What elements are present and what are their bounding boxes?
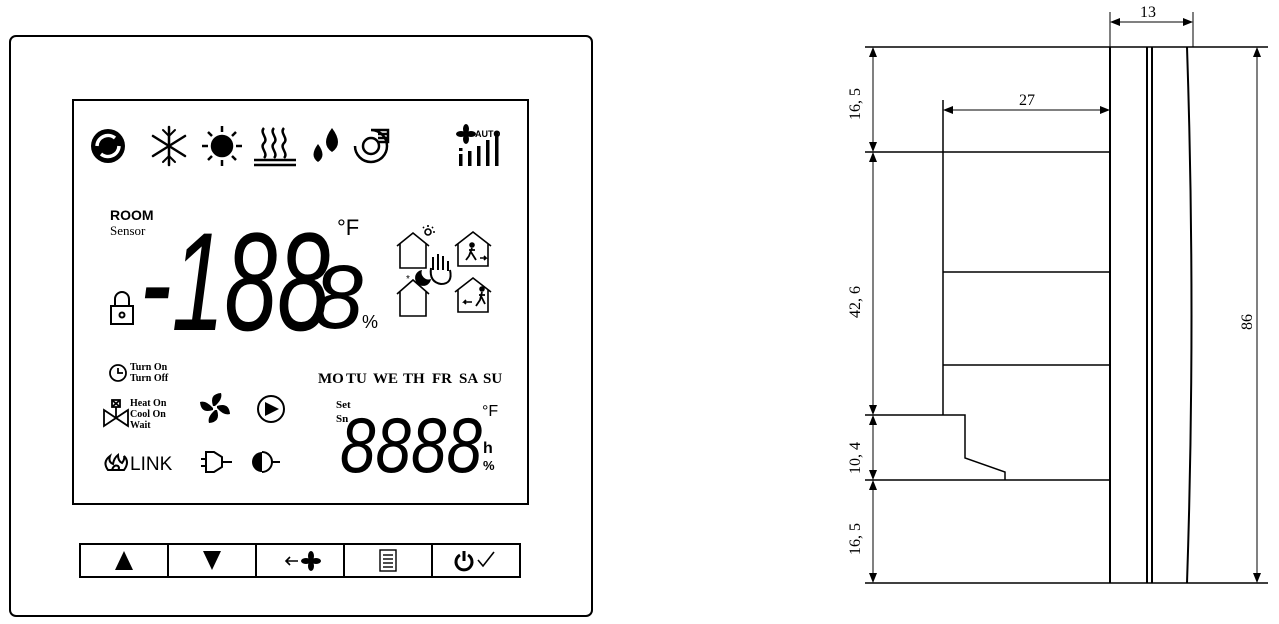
dim-width-13: 13 bbox=[1140, 4, 1156, 21]
small-percent: % bbox=[483, 458, 495, 473]
fan-auto-label: AUTO bbox=[475, 129, 500, 139]
flame-icon bbox=[104, 452, 128, 471]
compressor-icon bbox=[252, 451, 280, 473]
snowflake-icon bbox=[151, 125, 187, 167]
floor-heating-icon bbox=[254, 127, 296, 167]
valve-heat-on: Heat On bbox=[130, 398, 167, 409]
sensor-label: Sensor bbox=[110, 223, 146, 238]
lcd-screen bbox=[72, 99, 529, 505]
fan-return-button[interactable] bbox=[257, 545, 343, 576]
valve-cool-on: Cool On bbox=[130, 409, 166, 420]
main-decimal-digit: 8 bbox=[313, 248, 363, 348]
power-check-icon bbox=[454, 551, 495, 572]
fan-icon bbox=[200, 393, 230, 423]
house-night-icon: * bbox=[396, 270, 431, 317]
device-frame bbox=[9, 35, 593, 617]
triangle-up-icon bbox=[115, 551, 133, 570]
day-tu: TU bbox=[346, 371, 367, 387]
side-view bbox=[865, 12, 1268, 584]
small-degree-f: °F bbox=[482, 403, 498, 420]
lock-icon bbox=[110, 291, 134, 325]
button-strip bbox=[79, 543, 521, 578]
weekday-labels: MO TU WE TH FR SA SU bbox=[318, 371, 502, 387]
up-button[interactable] bbox=[81, 545, 167, 576]
power-button[interactable] bbox=[433, 545, 519, 576]
set-label: Set bbox=[336, 399, 351, 411]
manual-hand-icon bbox=[429, 254, 452, 286]
down-button[interactable] bbox=[169, 545, 255, 576]
dehumidify-icon bbox=[313, 128, 338, 162]
timer-turn-off: Turn Off bbox=[130, 373, 169, 384]
day-su: SU bbox=[483, 371, 502, 387]
day-fr: FR bbox=[432, 371, 452, 387]
valve-icon bbox=[103, 399, 129, 428]
plug-icon bbox=[201, 451, 232, 473]
dim-step-10-4: 10, 4 bbox=[847, 442, 864, 474]
main-percent: % bbox=[362, 312, 378, 332]
sync-icon bbox=[91, 129, 125, 163]
day-th: TH bbox=[403, 371, 425, 387]
house-return-icon bbox=[454, 276, 492, 313]
day-sa: SA bbox=[459, 371, 478, 387]
dim-middle-42-6: 42, 6 bbox=[847, 286, 864, 318]
dim-total-86: 86 bbox=[1239, 314, 1256, 330]
menu-button[interactable] bbox=[345, 545, 431, 576]
decimal-point bbox=[306, 323, 312, 329]
front-view: AUTO ROOM Sensor -188 8 °F % bbox=[9, 35, 593, 617]
dim-upper-16-5: 16, 5 bbox=[847, 88, 864, 120]
fan-speed-icon: AUTO bbox=[456, 124, 500, 166]
main-temperature-digits: -188 bbox=[140, 203, 330, 360]
mode-icons-row: AUTO bbox=[91, 124, 500, 167]
room-label: ROOM bbox=[110, 207, 154, 223]
triangle-down-icon bbox=[203, 551, 221, 570]
menu-icon bbox=[379, 549, 397, 572]
small-hour: h bbox=[483, 440, 493, 457]
pump-icon bbox=[257, 395, 285, 423]
house-away-icon bbox=[454, 230, 492, 267]
day-mo: MO bbox=[318, 371, 344, 387]
sn-label: Sn bbox=[336, 413, 348, 425]
link-label: LINK bbox=[130, 454, 173, 475]
main-degree-f: °F bbox=[337, 215, 359, 240]
valve-wait: Wait bbox=[130, 420, 151, 431]
house-day-icon bbox=[396, 225, 435, 269]
svg-text:*: * bbox=[406, 274, 410, 285]
day-we: WE bbox=[373, 371, 398, 387]
house-mode-icons: * bbox=[396, 225, 492, 317]
dim-lower-16-5: 16, 5 bbox=[847, 523, 864, 555]
timer-turn-on: Turn On bbox=[130, 362, 168, 373]
blower-icon bbox=[353, 128, 390, 164]
small-digits: 8888 bbox=[340, 401, 482, 489]
sun-icon bbox=[202, 126, 242, 166]
dim-depth-27: 27 bbox=[1019, 92, 1035, 109]
fan-return-icon bbox=[284, 551, 321, 571]
timer-clock-icon bbox=[109, 364, 127, 382]
